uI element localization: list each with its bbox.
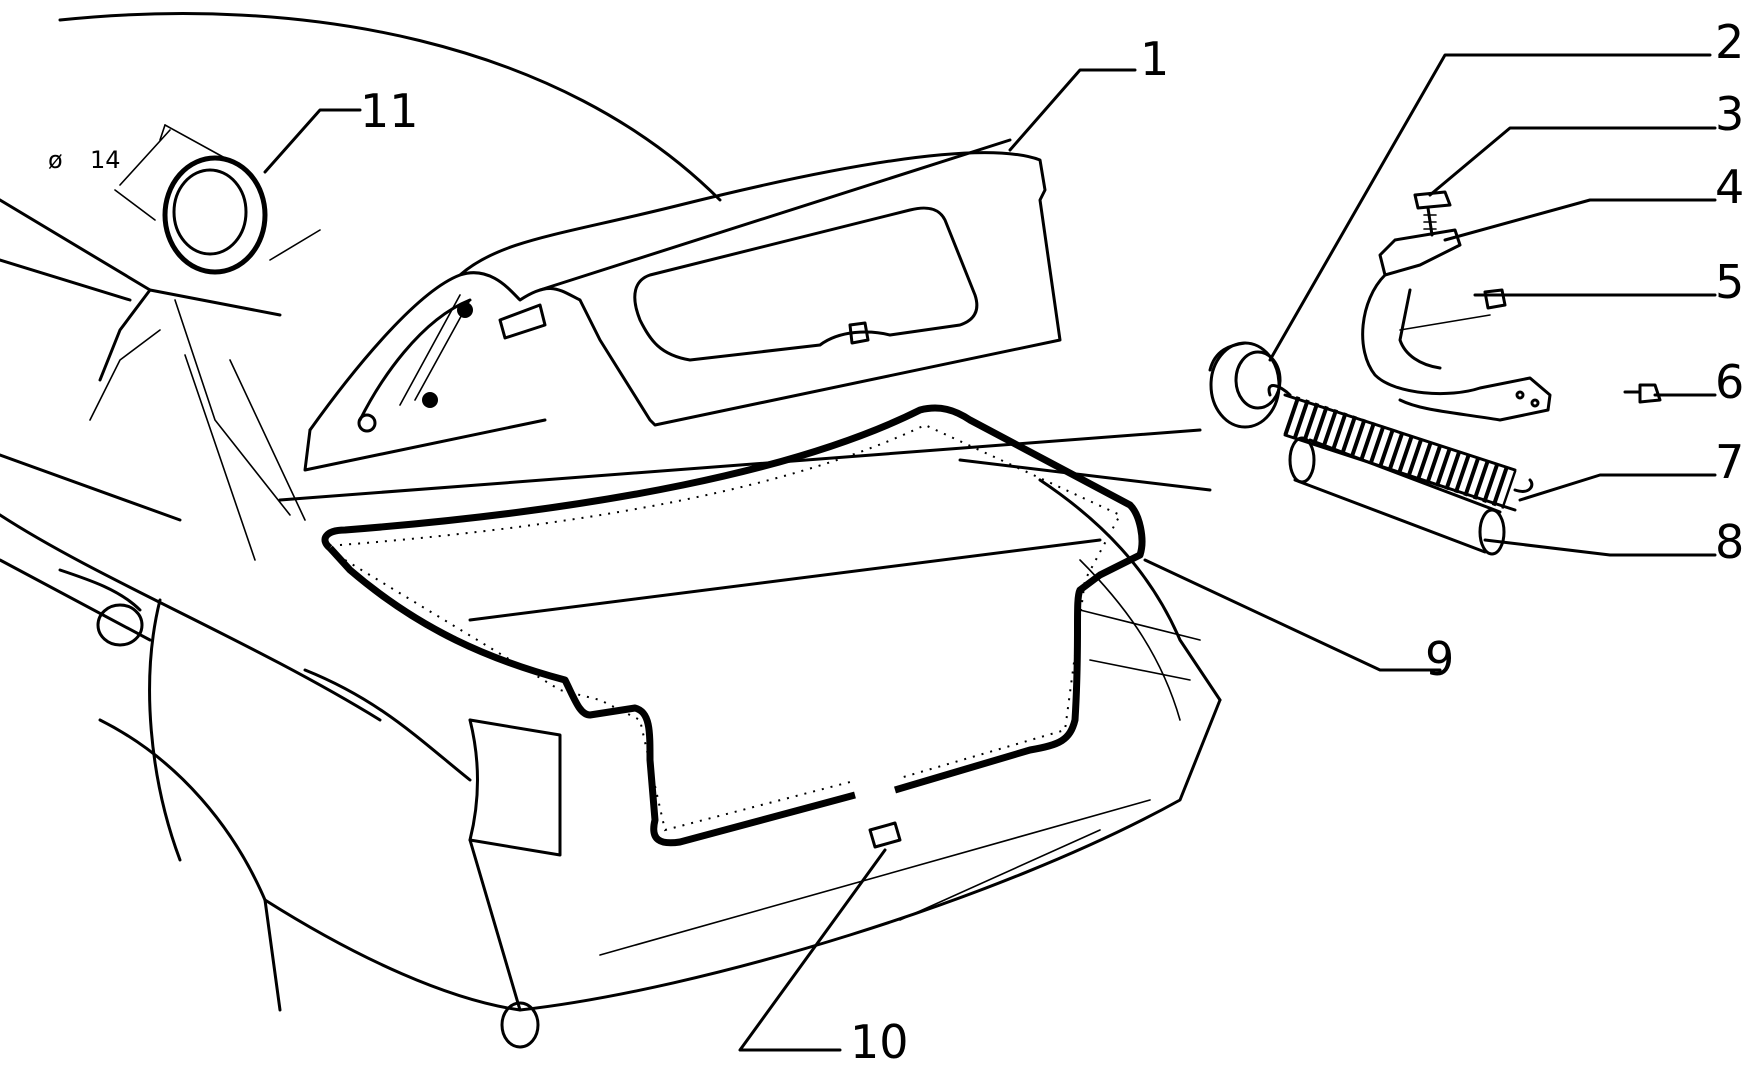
hinge-assembly	[1361, 190, 1662, 422]
callout-2: 2	[1715, 15, 1744, 69]
callout-3: 3	[1715, 87, 1744, 141]
plug-part-11	[114, 124, 268, 275]
leader-lines	[263, 53, 1717, 1052]
diameter-value: 14	[90, 146, 121, 174]
car-body	[0, 12, 1222, 1049]
callout-6: 6	[1715, 355, 1744, 409]
trunk-seal	[321, 404, 1146, 847]
callout-11: 11	[360, 84, 419, 138]
callout-5: 5	[1715, 255, 1744, 309]
callout-9: 9	[1425, 632, 1454, 686]
diameter-symbol: ø	[48, 146, 63, 174]
callout-8: 8	[1715, 515, 1744, 569]
trunk-lid-inner-panel	[269, 151, 1062, 472]
callout-4: 4	[1715, 160, 1744, 214]
callout-7: 7	[1715, 435, 1744, 489]
callout-1: 1	[1140, 32, 1169, 86]
sleeve-part-8	[1288, 436, 1506, 556]
clip-part-10	[868, 821, 902, 849]
callout-10: 10	[850, 1015, 909, 1065]
plug-part-2	[1208, 341, 1282, 429]
spring-part-7	[1267, 384, 1534, 512]
